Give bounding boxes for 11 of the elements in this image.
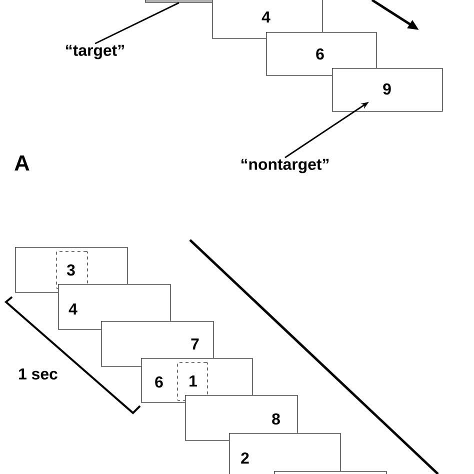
stimulus-box: 4 — [212, 0, 323, 39]
panel-letter: A — [14, 155, 30, 171]
time-label: 1 sec — [19, 368, 58, 380]
leader-line — [94, 2, 180, 44]
stimulus-box — [145, 0, 213, 3]
stimulus-box: 6 — [266, 32, 377, 76]
nontarget-label: “nontarget” — [241, 158, 329, 174]
stimulus-box — [274, 471, 387, 474]
target-label: “target” — [66, 44, 124, 60]
stimulus-box: 9 — [332, 68, 443, 112]
stimulus-box: 8 — [185, 395, 298, 441]
